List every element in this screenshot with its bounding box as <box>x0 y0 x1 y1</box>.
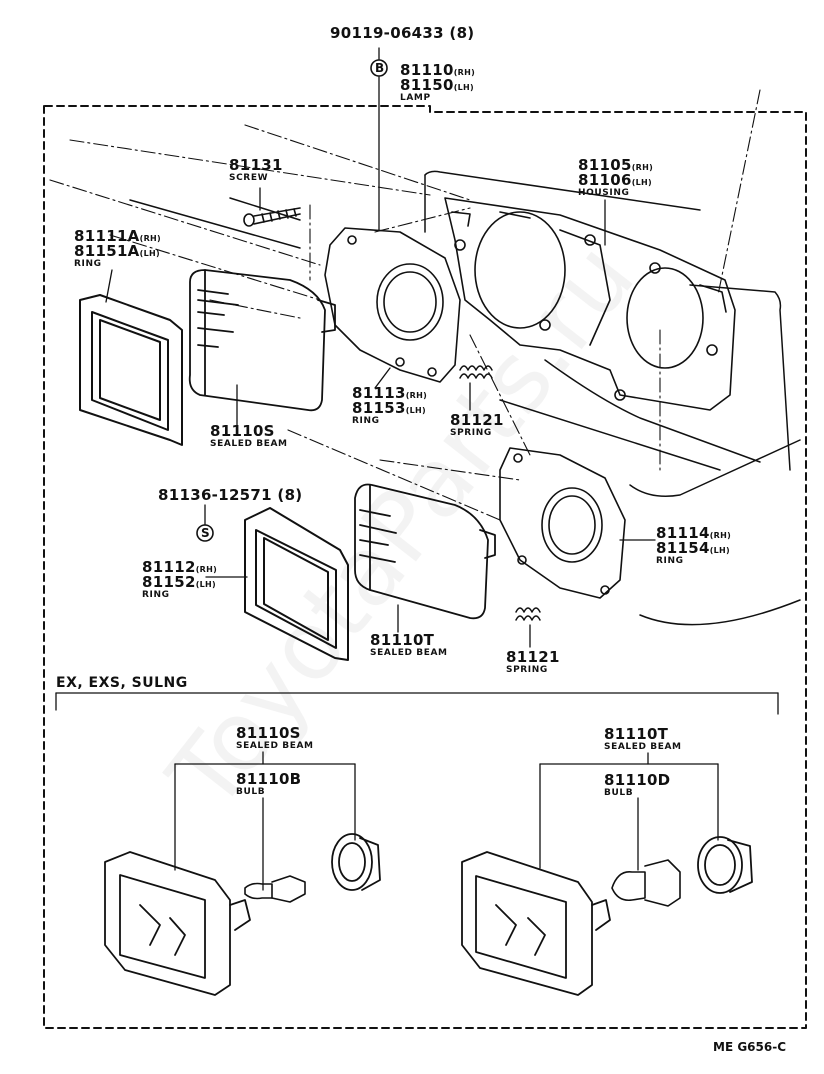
spring-81121-b <box>515 607 541 621</box>
alignment-lines <box>49 89 761 521</box>
ring-d-part-number-lh: 81154(LH) <box>656 539 730 557</box>
ring-a-part-number-lh: 81151A(LH) <box>74 242 160 260</box>
assembly-frame <box>43 105 807 1029</box>
detail-bulb-81110D <box>611 859 681 907</box>
housing-81105 <box>444 197 736 411</box>
detail-t-part-number: 81110T <box>604 725 669 743</box>
screw2-marker-letter: S <box>201 526 210 540</box>
sealed-beam-t-part-number: 81110T <box>370 631 435 649</box>
detail-socket-d <box>697 836 753 894</box>
lamp-part-number-rh: 81110(RH) <box>400 61 476 79</box>
housing-part-number-lh: 81106(LH) <box>578 171 652 189</box>
spring-81121-a <box>459 365 493 379</box>
spring-a-name: SPRING <box>450 428 492 438</box>
detail-s-part-number: 81110S <box>236 724 301 742</box>
sealed-beam-s-name: SEALED BEAM <box>210 439 288 449</box>
ring-a-part-number-rh: 81111A(RH) <box>74 227 161 245</box>
bolt-part-number: 90119-06433 (8) <box>330 24 475 42</box>
sealed-beam-s-part-number: 81110S <box>210 422 275 440</box>
spring-a-part-number: 81121 <box>450 411 504 429</box>
sealed-beam-t-name: SEALED BEAM <box>370 648 448 658</box>
ring-b-name: RING <box>352 416 380 426</box>
ring-81114 <box>499 447 626 599</box>
bolt-marker-letter: B <box>375 61 385 75</box>
ring-c-part-number-rh: 81112(RH) <box>142 558 218 576</box>
spring-b-name: SPRING <box>506 665 548 675</box>
screw-marker <box>196 524 214 542</box>
detail-d-name: BULB <box>604 788 634 798</box>
variant-header: EX, EXS, SULNG <box>56 675 188 691</box>
body-panel <box>129 170 801 626</box>
detail-beam-81110S <box>104 851 251 996</box>
detail-b-name: BULB <box>236 787 266 797</box>
bolt-marker <box>370 59 388 77</box>
screw-part-number: 81131 <box>229 156 283 174</box>
lamp-name: LAMP <box>400 93 431 103</box>
leader-lines <box>55 47 779 891</box>
ring-81113 <box>324 227 461 383</box>
detail-t-name: SEALED BEAM <box>604 742 682 752</box>
ring-a-name: RING <box>74 259 102 269</box>
ring-d-name: RING <box>656 556 684 566</box>
detail-b-part-number: 81110B <box>236 770 302 788</box>
ring-b-part-number-rh: 81113(RH) <box>352 384 428 402</box>
ring-d-part-number-rh: 81114(RH) <box>656 524 732 542</box>
detail-s-name: SEALED BEAM <box>236 741 314 751</box>
detail-d-part-number: 81110D <box>604 771 671 789</box>
ring-c-part-number-lh: 81152(LH) <box>142 573 216 591</box>
ring-c-name: RING <box>142 590 170 600</box>
ring-81112 <box>244 507 349 661</box>
housing-part-number-rh: 81105(RH) <box>578 156 654 174</box>
detail-socket-s <box>331 833 381 891</box>
ring-81111A <box>79 294 183 446</box>
spring-b-part-number: 81121 <box>506 648 560 666</box>
detail-bulb-81110B <box>244 875 306 903</box>
detail-beam-81110T <box>461 851 611 996</box>
screw2-part-number: 81136-12571 (8) <box>158 486 303 504</box>
ring-b-part-number-lh: 81153(LH) <box>352 399 426 417</box>
diagram-code: ME G656-C <box>713 1040 787 1054</box>
screw-81131 <box>243 207 301 227</box>
lamp-part-number-lh: 81150(LH) <box>400 76 474 94</box>
sealed-beam-81110S <box>188 269 336 412</box>
screw-name: SCREW <box>229 173 269 183</box>
housing-name: HOUSING <box>578 188 630 198</box>
sealed-beam-81110T <box>354 483 496 620</box>
